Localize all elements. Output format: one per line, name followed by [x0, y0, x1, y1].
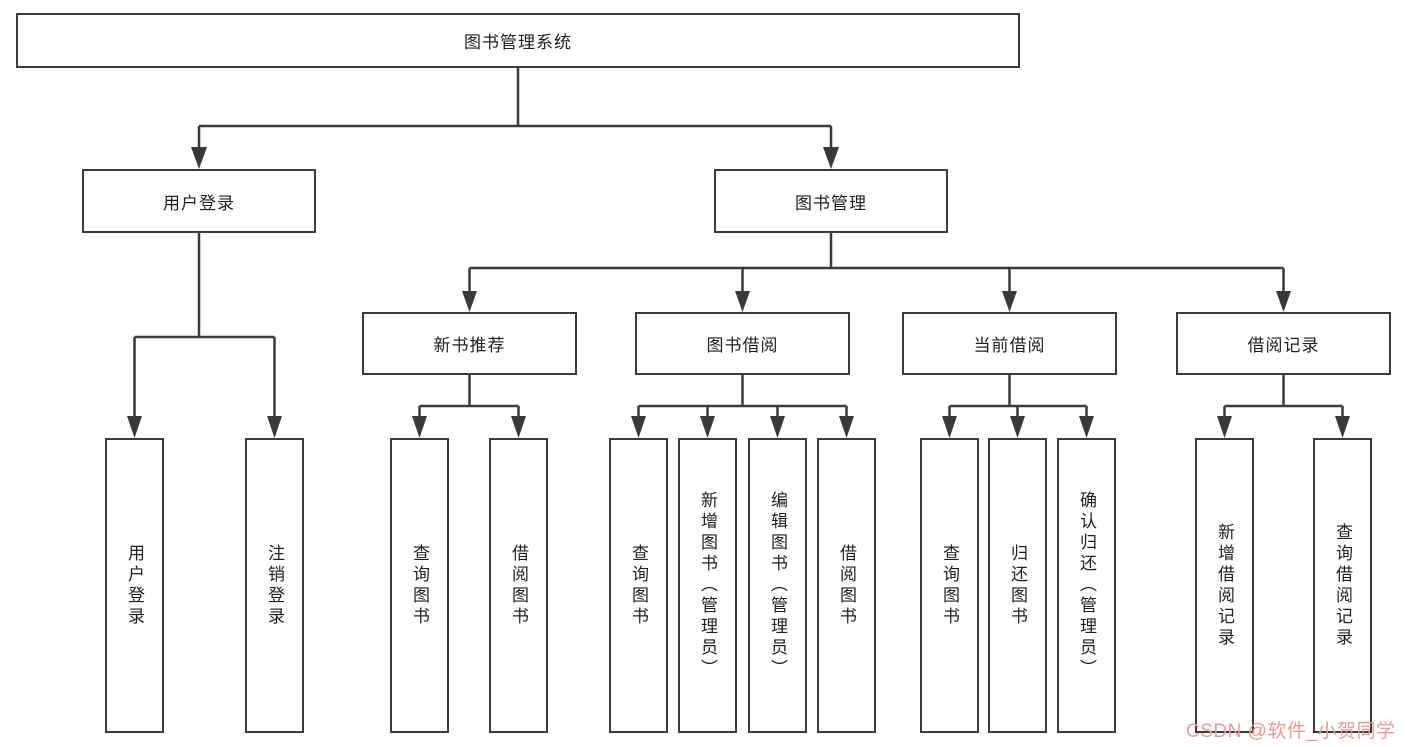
module-node-current-borrowing: 当前借阅: [902, 312, 1117, 375]
branch-node-user-login: 用户登录: [82, 169, 316, 233]
leaf-node-edit-books-admin: 编辑图书（管理员）: [748, 438, 807, 733]
leaf-node-borrow-books: 借阅图书: [817, 438, 876, 733]
leaf-node-query-books: 查询图书: [920, 438, 979, 733]
leaf-node-query-books: 查询图书: [609, 438, 668, 733]
module-node-book-borrowing: 图书借阅: [635, 312, 850, 375]
csdn-watermark: CSDN @软件_小贺同学: [1186, 721, 1396, 742]
leaf-node-add-books-admin: 新增图书（管理员）: [678, 438, 737, 733]
module-node-new-book-recommend: 新书推荐: [362, 312, 577, 375]
module-node-borrowing-record: 借阅记录: [1176, 312, 1391, 375]
leaf-node-logout: 注销登录: [245, 438, 304, 733]
leaf-node-query-books: 查询图书: [390, 438, 449, 733]
branch-node-book-management: 图书管理: [714, 169, 948, 233]
leaf-node-user-login: 用户登录: [105, 438, 164, 733]
leaf-node-borrow-books: 借阅图书: [489, 438, 548, 733]
leaf-node-query-borrow-record: 查询借阅记录: [1313, 438, 1372, 733]
root-node-system: 图书管理系统: [16, 13, 1020, 68]
leaf-node-add-borrow-record: 新增借阅记录: [1195, 438, 1254, 733]
arrowhead-icons: [127, 147, 1350, 438]
leaf-node-confirm-return-admin: 确认归还（管理员）: [1057, 438, 1116, 733]
leaf-node-return-books: 归还图书: [988, 438, 1047, 733]
